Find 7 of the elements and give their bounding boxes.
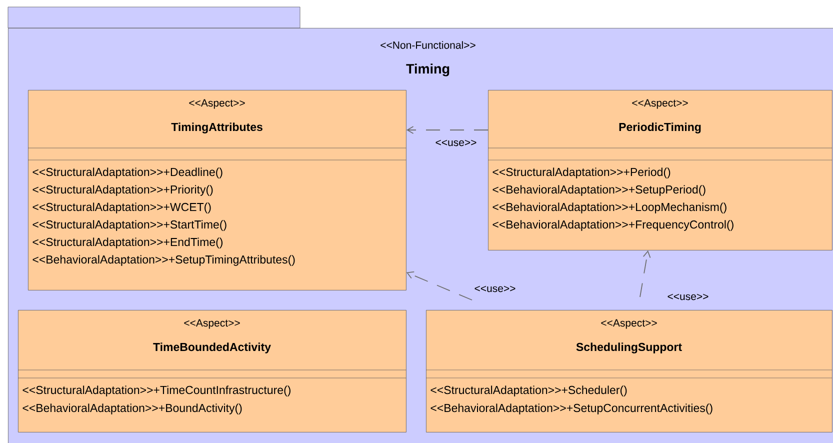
- class-box: <<Aspect>> TimingAttributes <<StructuralAdaptation>>+Deadline() <<StructuralAdaptation>>+Priority() <<StructuralAdaptation>>+WCET() <<StructuralAdaptation>>+StartTime() <<StructuralAdaptation>>+EndTime() <<BehavioralAdaptation>>+SetupTimingAttributes(): [28, 90, 406, 290]
- class-box: <<Aspect>> SchedulingSupport <<StructuralAdaptation>>+Scheduler() <<BehavioralAdaptation>>+SetupConcurrentActivities(): [426, 310, 832, 432]
- dependency-arrow: [406, 271, 472, 300]
- class-box: <<Aspect>> PeriodicTiming <<StructuralAdaptation>>+Period() <<BehavioralAdaptation>>+SetupPeriod() <<BehavioralAdaptation>>+LoopMechanism() <<BehavioralAdaptation>>+FrequencyControl(): [488, 90, 832, 250]
- dependency-arrow: [406, 126, 488, 134]
- class-box: <<Aspect>> TimeBoundedActivity <<StructuralAdaptation>>+TimeCountInfrastructure() <<BehavioralAdaptation>>+BoundActivity(): [18, 310, 406, 432]
- dependency-arrow: [640, 250, 651, 298]
